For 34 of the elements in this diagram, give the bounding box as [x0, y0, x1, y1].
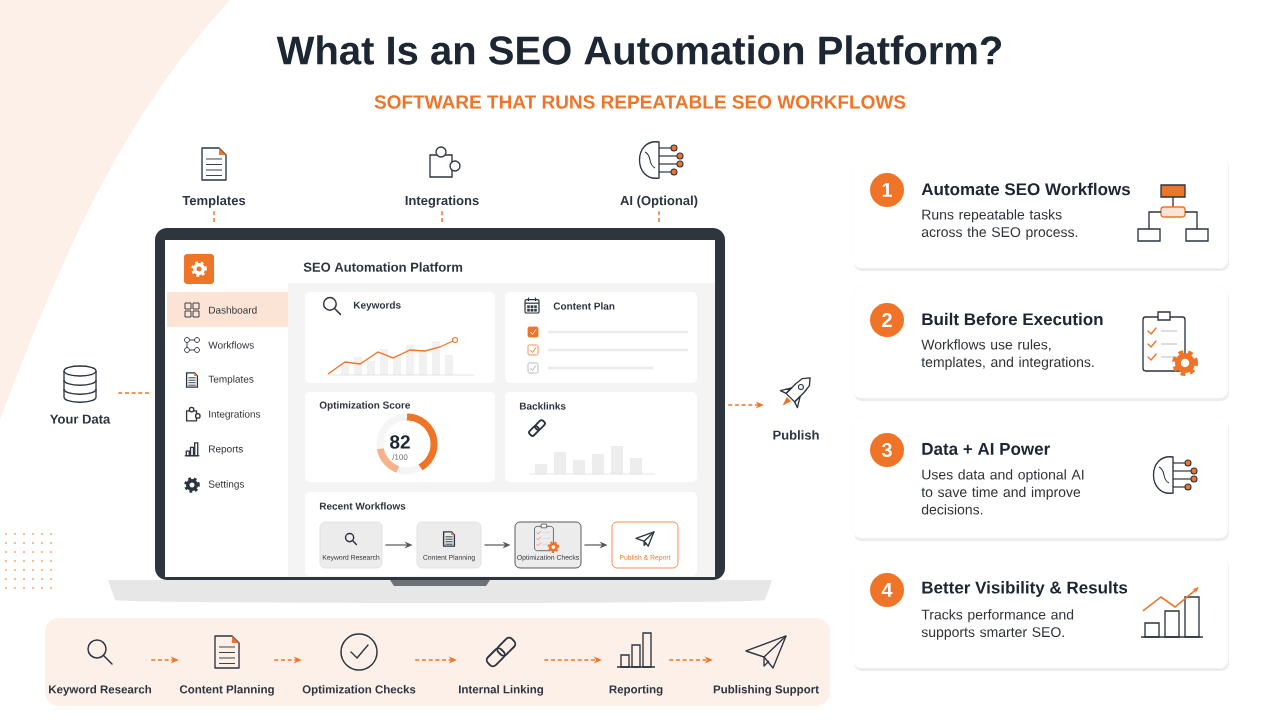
step-label: Optimization Checks — [302, 685, 416, 696]
number-badge: 2 — [870, 303, 904, 337]
subtitle: SOFTWARE THAT RUNS REPEATABLE SEO WORKFLOWS — [374, 95, 906, 109]
feature-card: 4 Better Visibility & Results Tracks performance and supports smarter SEO. — [852, 556, 1229, 671]
icon-label: AI (Optional) — [620, 195, 698, 208]
process-band — [45, 618, 830, 706]
title: What Is an SEO Automation Platform? — [276, 35, 1002, 65]
number-badge: 1 — [870, 173, 904, 207]
dashboard-card: Optimization Score 82 /100 — [305, 392, 495, 482]
step-label: Reporting — [609, 684, 663, 696]
menu-item: Integrations — [185, 406, 261, 422]
menu-item: Templates — [185, 372, 254, 388]
menu-item: Settings — [184, 477, 245, 493]
number-badge: 3 — [870, 433, 904, 467]
icon-label: Publish — [773, 430, 819, 440]
icon-label: Templates — [182, 195, 246, 208]
menu-item: Workflows — [184, 337, 254, 353]
step-label: Internal Linking — [459, 684, 543, 696]
step-label: Keyword Research — [49, 685, 151, 696]
connector-line — [117, 392, 152, 394]
feature-card: 1 Automate SEO Workflows Runs repeatable tasks across the SEO process. — [852, 156, 1229, 271]
number-badge: 4 — [870, 573, 904, 607]
icon-label: Your Data — [50, 414, 111, 424]
feature-card: 3 Data + AI Power Uses data and optional AI to save time and improve decisions. — [852, 416, 1229, 541]
connector-line — [658, 210, 660, 225]
step-label: Publishing Support — [713, 684, 819, 696]
menu-item: Reports — [184, 442, 243, 457]
icon-label: Integrations — [405, 195, 479, 208]
connector-line — [441, 210, 443, 225]
step-label: Content Planning — [179, 684, 274, 696]
feature-card: 2 Built Before Execution Workflows use rules, templates, and integrations. — [852, 286, 1229, 401]
connector-line — [213, 210, 215, 225]
dashboard-card: Content Plan — [505, 292, 697, 383]
menu-item: Dashboard — [167, 292, 288, 327]
